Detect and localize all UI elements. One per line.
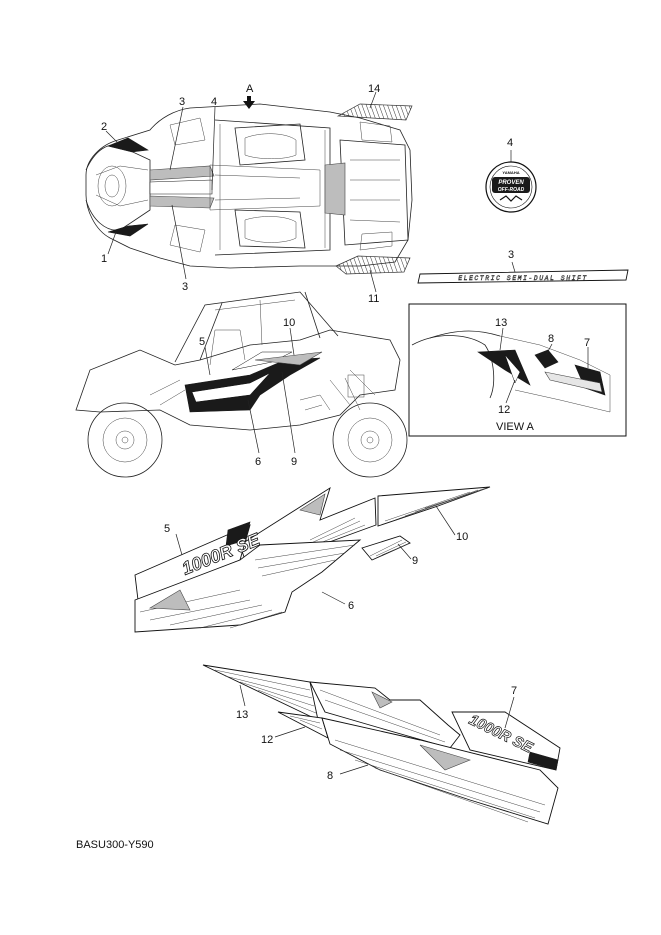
callout-13-view: 13 (495, 317, 507, 329)
vehicle-side-view (75, 291, 408, 478)
callout-12-decal: 12 (261, 734, 273, 746)
emblem-line2: OFF-ROAD (498, 187, 525, 193)
callout-1: 1 (101, 253, 107, 265)
left-decal-set: 1000R SE 10 9 6 5 (134, 486, 491, 633)
right-decal-set: 1000R SE 13 12 8 7 (202, 664, 561, 825)
callout-9-side: 9 (291, 456, 297, 468)
callout-13-decal: 13 (236, 709, 248, 721)
emblem-top-text: YAMAHA (502, 170, 519, 175)
side-view-labels: 5 10 6 9 (199, 317, 297, 468)
callout-3-bottom: 3 (182, 281, 188, 293)
stripe-text: ELECTRIC SEMI-DUAL SHIFT (458, 275, 588, 282)
top-view-leaders (105, 91, 377, 293)
callout-9-decal: 9 (412, 555, 418, 567)
arrow-down-icon (243, 96, 255, 109)
callout-3-stripe: 3 (508, 249, 514, 261)
callout-10-decal: 10 (456, 531, 468, 543)
callout-6-side: 6 (255, 456, 261, 468)
view-a-label: VIEW A (496, 421, 535, 433)
callout-4-emblem: 4 (507, 137, 513, 149)
callout-7-view: 7 (584, 337, 590, 349)
part-code: BASU300-Y590 (76, 839, 154, 851)
view-a-arrow-label: A (246, 83, 254, 95)
callout-8-decal: 8 (327, 770, 333, 782)
callout-10-side: 10 (283, 317, 295, 329)
view-a-panel: 13 8 7 12 VIEW A (408, 303, 627, 437)
top-view-labels: A 2 1 3 4 3 14 11 (101, 83, 380, 305)
callout-7-decal: 7 (511, 685, 517, 697)
callout-14: 14 (368, 83, 380, 95)
callout-5-decal: 5 (164, 523, 170, 535)
callout-3-top: 3 (179, 96, 185, 108)
vehicle-top-view (85, 96, 413, 275)
emblem-line1: PROVEN (498, 180, 524, 186)
callout-12-view: 12 (498, 404, 510, 416)
callout-6-decal: 6 (348, 600, 354, 612)
callout-11: 11 (368, 293, 379, 305)
callout-5-side: 5 (199, 336, 205, 348)
callout-8-view: 8 (548, 333, 554, 345)
callout-2: 2 (101, 121, 107, 133)
shift-stripe-decal: 3 ELECTRIC SEMI-DUAL SHIFT (417, 249, 629, 284)
emblem-decal: 4 YAMAHA PROVEN OFF-ROAD (485, 137, 537, 213)
callout-4-top: 4 (211, 96, 217, 108)
side-view-leaders (204, 327, 296, 454)
